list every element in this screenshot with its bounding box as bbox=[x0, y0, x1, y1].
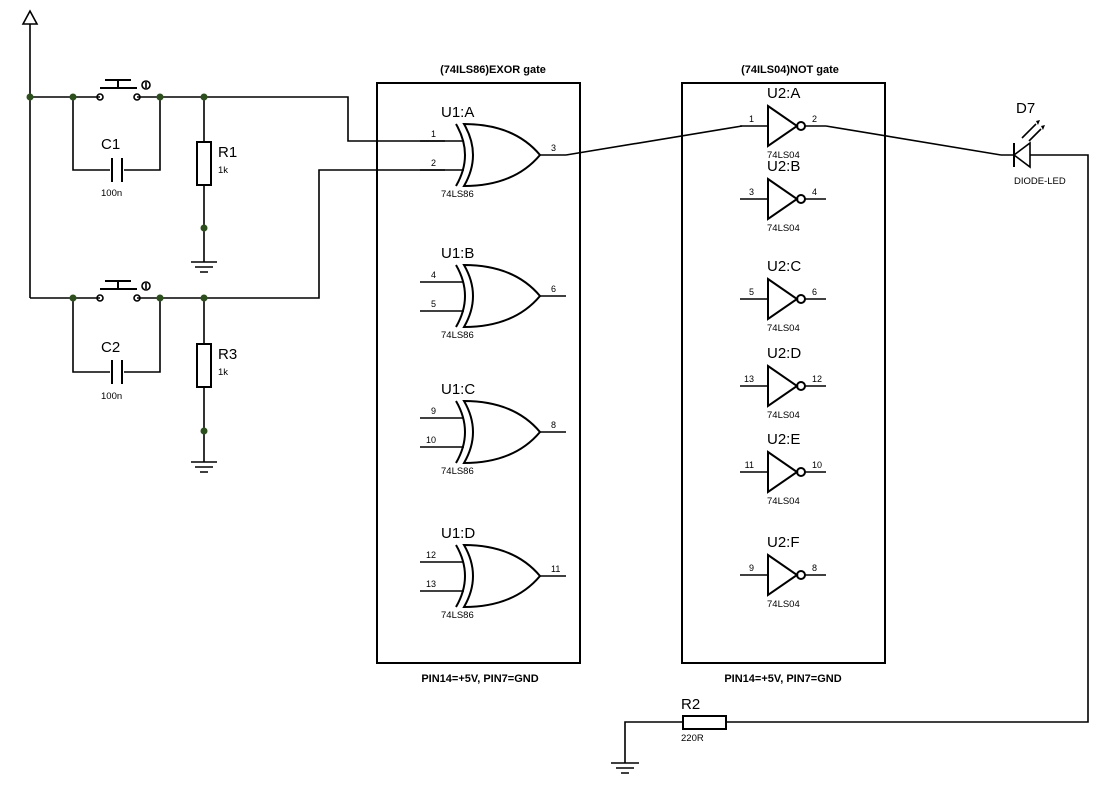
c2-ref: C2 bbox=[101, 339, 120, 356]
gate-part: 74LS86 bbox=[441, 466, 474, 477]
c1-ref: C1 bbox=[101, 136, 120, 153]
ic1-note: PIN14=+5V, PIN7=GND bbox=[421, 673, 538, 685]
pin-number: 10 bbox=[426, 435, 436, 445]
gate-ref: U2:A bbox=[767, 85, 800, 102]
pin-number: 2 bbox=[431, 158, 436, 168]
pin-number: 8 bbox=[812, 563, 817, 573]
pin-number: 9 bbox=[431, 406, 436, 416]
pin-number: 5 bbox=[431, 299, 436, 309]
led-d7 bbox=[726, 120, 1089, 723]
pin-number: 4 bbox=[812, 187, 817, 197]
r1-value: 1k bbox=[218, 165, 228, 176]
ic2-note: PIN14=+5V, PIN7=GND bbox=[724, 673, 841, 685]
gate-part: 74LS04 bbox=[767, 410, 800, 421]
xor-gate: U1:C 74LS86 9 10 8 bbox=[420, 381, 566, 477]
pin-number: 12 bbox=[426, 550, 436, 560]
not-gate: U2:B 74LS04 3 4 bbox=[740, 158, 826, 234]
pin-number: 3 bbox=[749, 187, 754, 197]
resistor-r2 bbox=[624, 715, 727, 763]
gate-ref: U1:C bbox=[441, 381, 475, 398]
gate-ref: U2:E bbox=[767, 431, 800, 448]
gate-ref: U1:D bbox=[441, 525, 475, 542]
pin-number: 6 bbox=[551, 284, 556, 294]
r3-value: 1k bbox=[218, 367, 228, 378]
gate-ref: U2:F bbox=[767, 534, 800, 551]
not-gate: U2:D 74LS04 13 12 bbox=[740, 345, 826, 421]
pin-number: 9 bbox=[749, 563, 754, 573]
pin-number: 1 bbox=[749, 114, 754, 124]
pin-number: 6 bbox=[812, 287, 817, 297]
ground-icon bbox=[611, 762, 639, 774]
gate-part: 74LS04 bbox=[767, 223, 800, 234]
pin-number: 4 bbox=[431, 270, 436, 280]
d7-value: DIODE-LED bbox=[1014, 176, 1066, 187]
xor-gate: U1:B 74LS86 4 5 6 bbox=[420, 245, 566, 341]
gate-part: 74LS86 bbox=[441, 330, 474, 341]
pin-number: 8 bbox=[551, 420, 556, 430]
r3-ref: R3 bbox=[218, 346, 237, 363]
pin-number: 11 bbox=[551, 564, 560, 574]
wire bbox=[30, 96, 445, 142]
gate-ref: U2:B bbox=[767, 158, 800, 175]
pin-number: 13 bbox=[426, 579, 436, 589]
c2-value: 100n bbox=[101, 391, 122, 402]
pin-number: 11 bbox=[745, 460, 754, 470]
gate-ref: U1:B bbox=[441, 245, 474, 262]
d7-ref: D7 bbox=[1016, 100, 1035, 117]
gate-part: 74LS04 bbox=[767, 150, 800, 161]
pin-number: 10 bbox=[812, 460, 822, 470]
resistor-r3 bbox=[196, 298, 212, 462]
pushbutton-1 bbox=[96, 79, 160, 101]
r1-ref: R1 bbox=[218, 144, 237, 161]
xor-gate: U1:A 74LS86 1 2 3 bbox=[420, 104, 566, 200]
gate-ref: U2:D bbox=[767, 345, 801, 362]
power-terminal-icon bbox=[21, 9, 39, 298]
resistor-r1 bbox=[196, 97, 212, 262]
ic1-title: (74ILS86)EXOR gate bbox=[440, 64, 546, 76]
not-gate: U2:A 74LS04 1 2 bbox=[740, 85, 826, 161]
power-input-section: C1 100n C2 100n R1 1k R3 1k bbox=[21, 9, 445, 473]
wire bbox=[825, 125, 1002, 156]
r2-ref: R2 bbox=[681, 696, 700, 713]
ic2-title: (74ILS04)NOT gate bbox=[741, 64, 839, 76]
pushbutton-2 bbox=[96, 280, 160, 302]
wire bbox=[565, 125, 743, 156]
gate-ref: U1:A bbox=[441, 104, 474, 121]
pin-number: 2 bbox=[812, 114, 817, 124]
ground-icon bbox=[191, 261, 217, 273]
pin-number: 12 bbox=[812, 374, 822, 384]
capacitor-c1 bbox=[72, 97, 161, 182]
gate-part: 74LS86 bbox=[441, 610, 474, 621]
ic1-xor-package: (74ILS86)EXOR gate PIN14=+5V, PIN7=GND U… bbox=[376, 64, 581, 685]
gate-part: 74LS04 bbox=[767, 496, 800, 507]
capacitor-c2 bbox=[72, 298, 161, 384]
pin-number: 5 bbox=[749, 287, 754, 297]
ic2-not-package: (74ILS04)NOT gate PIN14=+5V, PIN7=GND U2… bbox=[681, 64, 886, 685]
xor-gate: U1:D 74LS86 12 13 11 bbox=[420, 525, 566, 621]
pin-number: 3 bbox=[551, 143, 556, 153]
gate-ref: U2:C bbox=[767, 258, 801, 275]
not-gate: U2:C 74LS04 5 6 bbox=[740, 258, 826, 334]
not-gate: U2:E 74LS04 11 10 bbox=[740, 431, 826, 507]
gate-part: 74LS04 bbox=[767, 323, 800, 334]
gate-part: 74LS04 bbox=[767, 599, 800, 610]
gate-part: 74LS86 bbox=[441, 189, 474, 200]
not-gate: U2:F 74LS04 9 8 bbox=[740, 534, 826, 610]
pin-number: 1 bbox=[431, 129, 436, 139]
r2-value: 220R bbox=[681, 733, 704, 744]
wire bbox=[30, 169, 445, 299]
ground-icon bbox=[191, 461, 217, 473]
pin-number: 13 bbox=[744, 374, 754, 384]
junction-dots bbox=[26, 93, 208, 435]
c1-value: 100n bbox=[101, 188, 122, 199]
